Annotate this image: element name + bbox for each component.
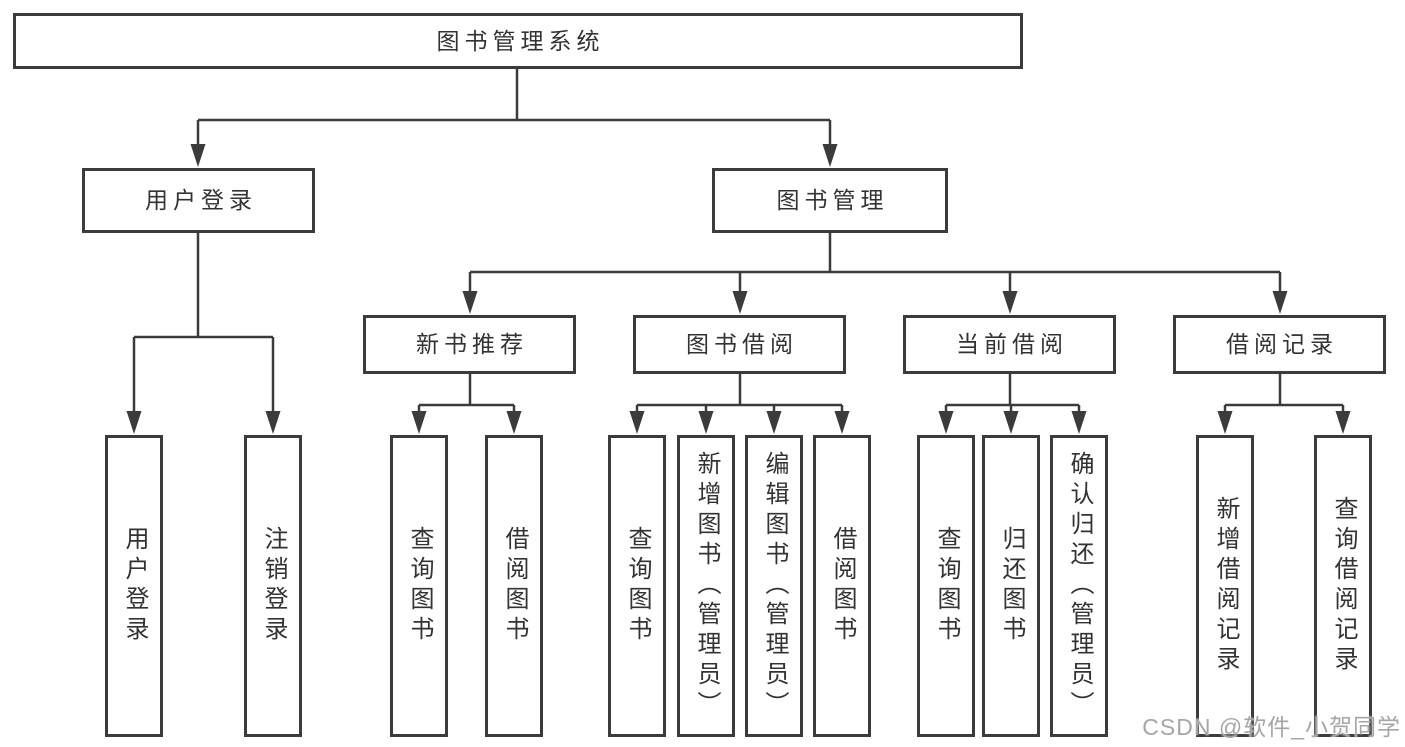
node-new-book-recommendation: 新书推荐 xyxy=(363,315,576,374)
node-borrowing-records: 借阅记录 xyxy=(1173,315,1386,374)
leaf-edit-books-admin: 编辑图书（管理员） xyxy=(745,435,803,737)
leaf-query-books-current: 查询图书 xyxy=(917,435,975,737)
node-book-management-branch: 图书管理 xyxy=(712,168,948,233)
leaf-borrow-books-recommend: 借阅图书 xyxy=(485,435,543,737)
leaf-logout: 注销登录 xyxy=(244,435,302,737)
leaf-query-borrow-record: 查询借阅记录 xyxy=(1314,435,1372,737)
node-book-borrowing: 图书借阅 xyxy=(633,315,846,374)
leaf-query-books-recommend: 查询图书 xyxy=(390,435,448,737)
node-root-library-system: 图书管理系统 xyxy=(13,13,1023,69)
node-current-borrowing: 当前借阅 xyxy=(903,315,1116,374)
leaf-confirm-return-admin: 确认归还（管理员） xyxy=(1050,435,1108,737)
leaf-borrow-books: 借阅图书 xyxy=(813,435,871,737)
arrowhead-icons xyxy=(126,144,1351,434)
leaf-add-books-admin: 新增图书（管理员） xyxy=(677,435,735,737)
node-user-login-branch: 用户登录 xyxy=(82,168,315,233)
leaf-return-books: 归还图书 xyxy=(982,435,1040,737)
csdn-watermark: CSDN @软件_小贺同学 xyxy=(1142,714,1401,740)
leaf-add-borrow-record: 新增借阅记录 xyxy=(1196,435,1254,737)
leaf-user-login: 用户登录 xyxy=(105,435,163,737)
leaf-query-books-borrowing: 查询图书 xyxy=(608,435,666,737)
